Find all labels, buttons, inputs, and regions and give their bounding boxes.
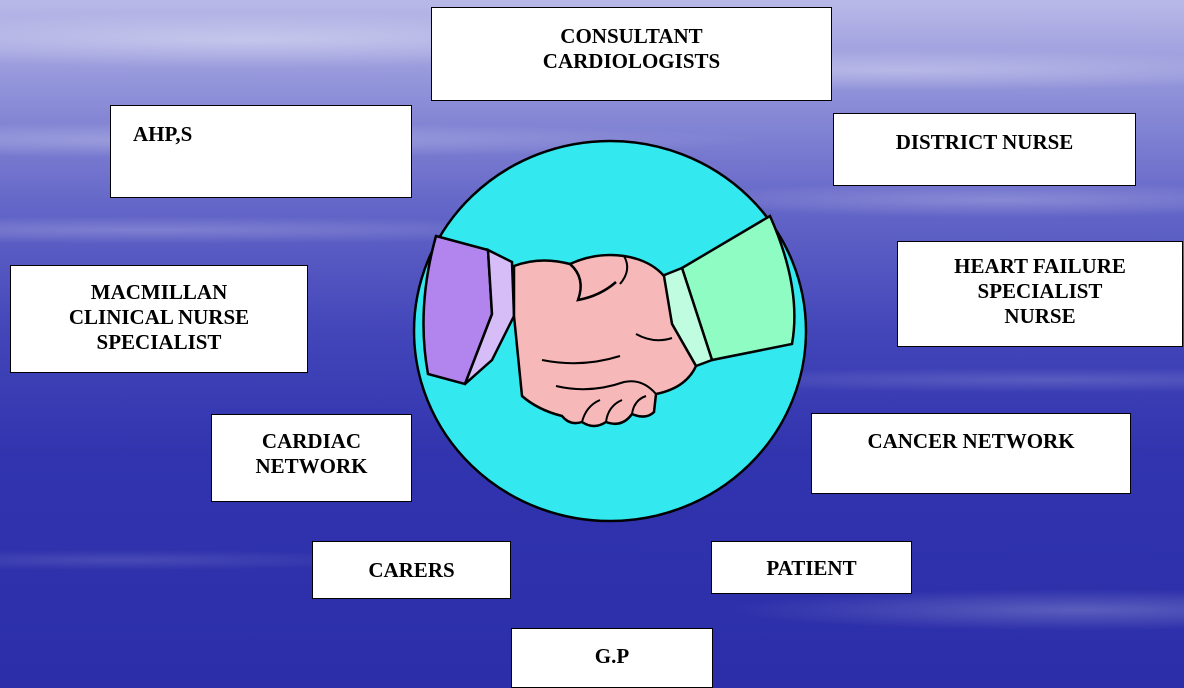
right-sleeve — [680, 214, 796, 362]
hands — [512, 253, 698, 428]
box-cancer-network: CANCER NETWORK — [811, 413, 1131, 494]
box-district-nurse: DISTRICT NURSE — [833, 113, 1136, 186]
box-ahps: AHP,S — [110, 105, 412, 198]
left-cuff — [463, 247, 516, 385]
box-consultant-cardiologists: CONSULTANT CARDIOLOGISTS — [431, 7, 832, 101]
box-patient: PATIENT — [711, 541, 912, 594]
box-gp: G.P — [511, 628, 713, 688]
box-carers: CARERS — [312, 541, 511, 599]
box-macmillan-clinical-nurse-specialist: MACMILLAN CLINICAL NURSE SPECIALIST — [10, 265, 308, 373]
handshake-icon — [412, 139, 808, 523]
box-cardiac-network: CARDIAC NETWORK — [211, 414, 412, 502]
box-heart-failure-specialist-nurse: HEART FAILURE SPECIALIST NURSE — [897, 241, 1183, 347]
